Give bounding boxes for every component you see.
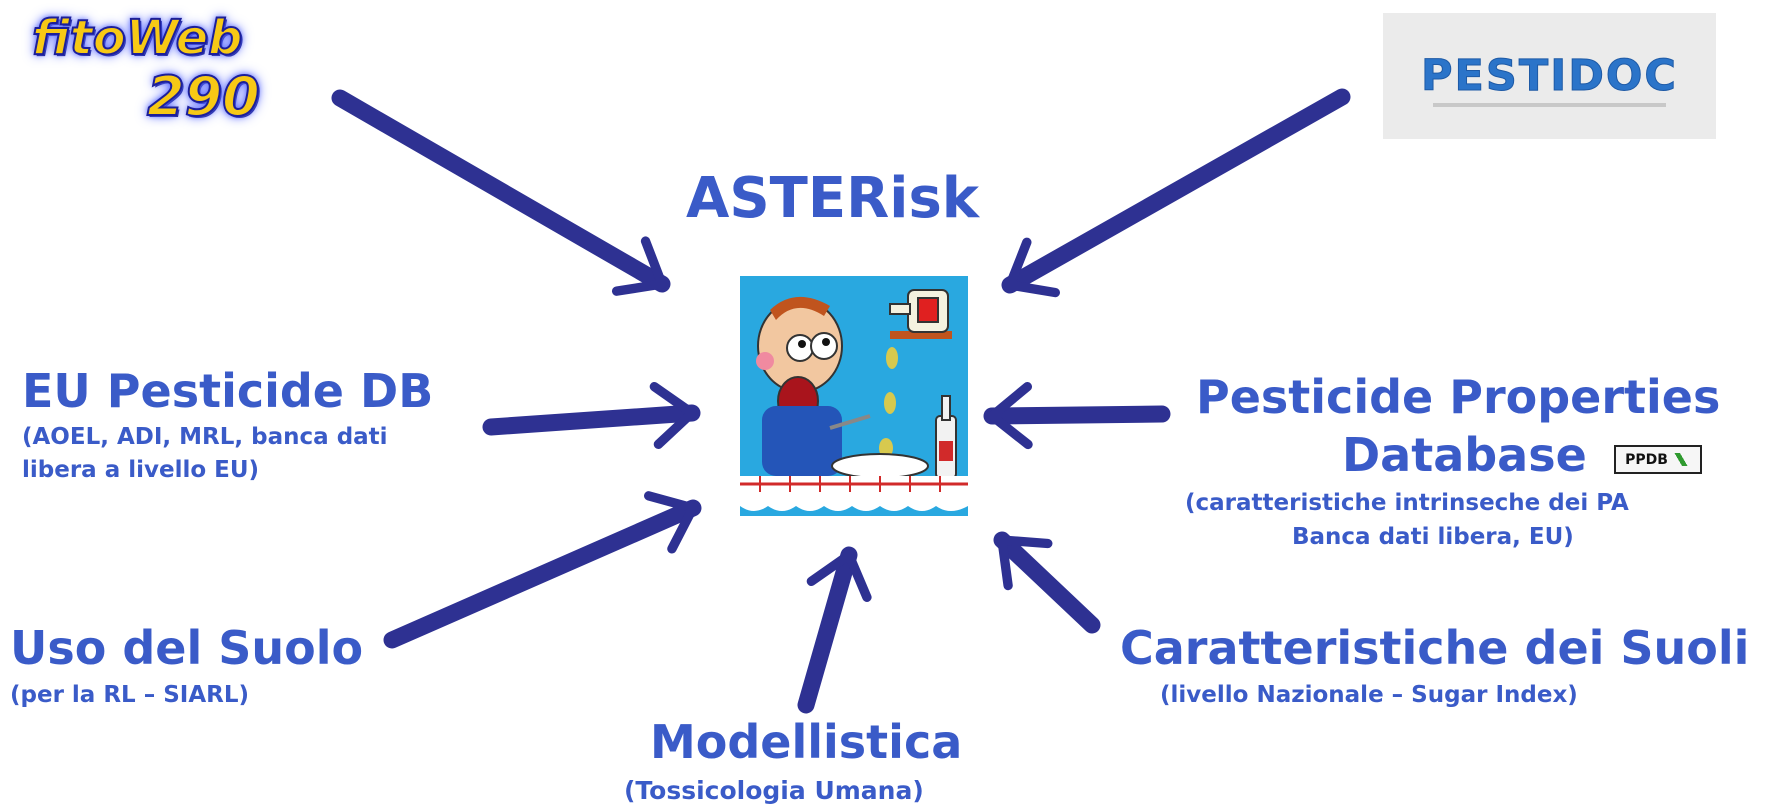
arrow-uso-suolo <box>383 491 702 649</box>
center-title: ASTERisk <box>686 166 980 231</box>
uso-del-suolo-title: Uso del Suolo <box>10 621 364 675</box>
eu-pesticide-db-note-line1: (AOEL, ADI, MRL, banca dati <box>22 424 388 450</box>
arrow-ppdb <box>983 382 1171 450</box>
fitoweb-logo-line2: 290 <box>146 64 261 129</box>
ppdb-note-line2: Banca dati libera, EU) <box>1292 524 1574 550</box>
arrow-modellistica <box>797 546 872 714</box>
caratteristiche-suoli-note: (livello Nazionale – Sugar Index) <box>1160 682 1578 708</box>
eu-pesticide-db-note-line2: libera a livello EU) <box>22 457 260 483</box>
arrow-pestidoc <box>1001 88 1351 298</box>
pestidoc-logo-text: PESTIDOC <box>1421 51 1678 102</box>
pestidoc-logo-underline <box>1433 103 1666 107</box>
ppdb-logo-text: PPDB <box>1625 451 1668 468</box>
ppdb-title-line1: Pesticide Properties <box>1196 370 1721 424</box>
pestidoc-logo: PESTIDOC <box>1383 13 1716 139</box>
ppdb-leaf-icon <box>1670 453 1691 466</box>
modellistica-note: (Tossicologia Umana) <box>624 776 924 805</box>
cartoon-boy-icon <box>740 276 968 516</box>
ppdb-logo: PPDB <box>1614 445 1702 474</box>
arrow-fitoweb <box>331 89 671 296</box>
fitoweb-logo-line1: fitoWeb <box>31 9 243 67</box>
caratteristiche-suoli-title: Caratteristiche dei Suoli <box>1120 621 1750 675</box>
ppdb-title-line2: Database <box>1342 428 1587 482</box>
fitoweb-logo: fitoWeb 290 <box>31 9 302 135</box>
arrow-eu-db <box>482 381 701 449</box>
modellistica-title: Modellistica <box>650 715 963 769</box>
eu-pesticide-db-title: EU Pesticide DB <box>22 364 434 418</box>
uso-del-suolo-note: (per la RL – SIARL) <box>10 682 250 708</box>
arrow-suoli <box>993 531 1101 634</box>
ppdb-note-line1: (caratteristiche intrinseche dei PA <box>1185 490 1629 516</box>
